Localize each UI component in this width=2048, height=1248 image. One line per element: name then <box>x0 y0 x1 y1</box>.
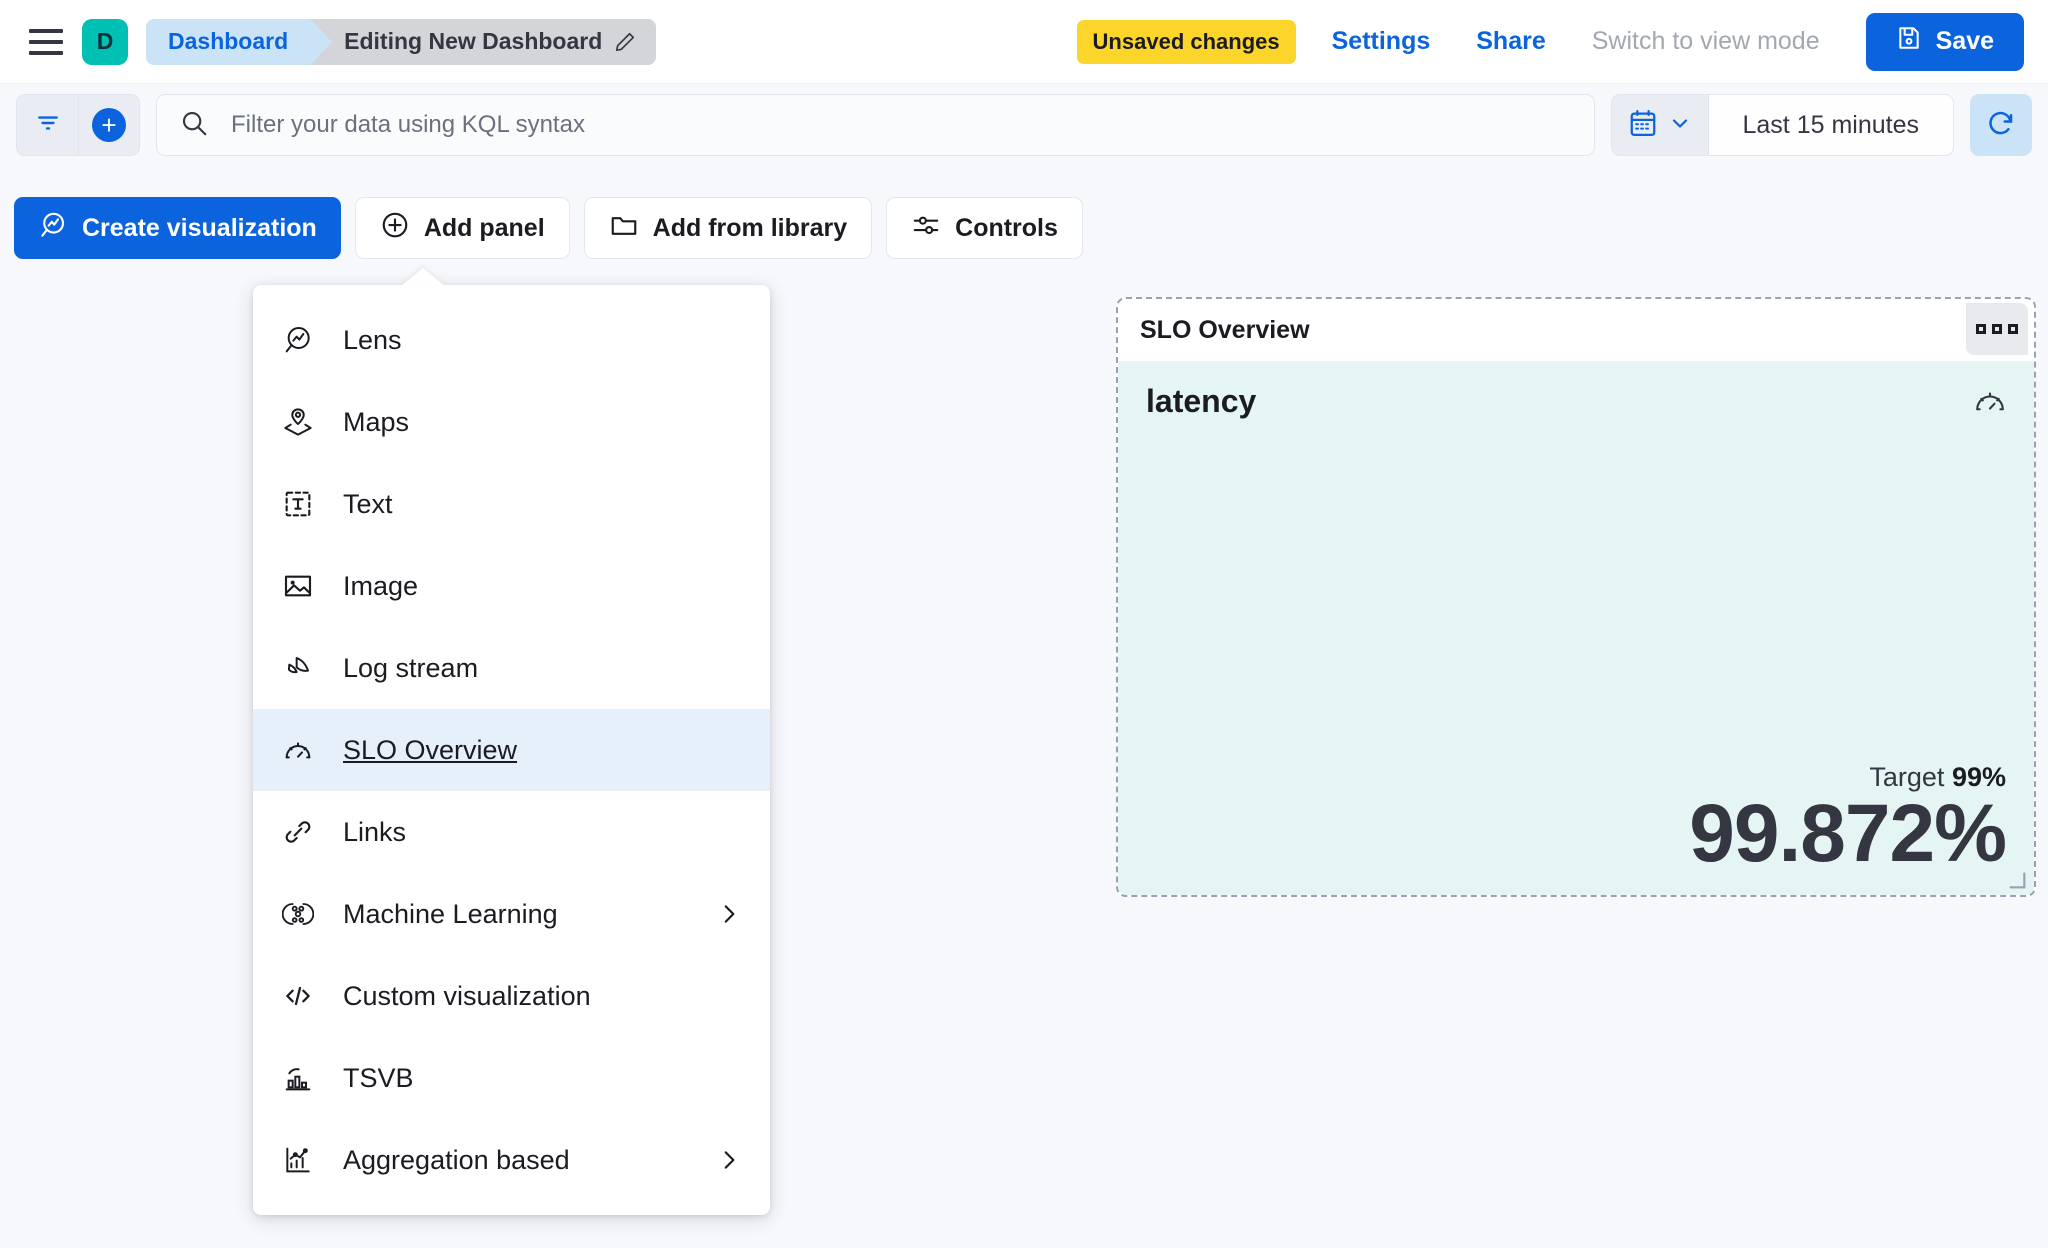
plus-circle-icon: + <box>92 108 126 142</box>
filter-options-button[interactable] <box>16 94 78 156</box>
sliders-icon <box>911 210 941 247</box>
menu-item-label: SLO Overview <box>343 734 518 765</box>
breadcrumb-dashboard[interactable]: Dashboard <box>146 18 333 65</box>
menu-item-maps[interactable]: Maps <box>253 381 770 463</box>
text-box-icon <box>281 487 315 521</box>
aggregation-chart-icon <box>281 1143 315 1177</box>
map-marker-layers-icon <box>281 405 315 439</box>
filter-button-group: + <box>16 94 140 156</box>
menu-item-custom-visualization[interactable]: Custom visualization <box>253 955 770 1037</box>
folder-icon <box>609 210 639 247</box>
save-disk-icon <box>1896 25 1922 58</box>
menu-item-links[interactable]: Links <box>253 791 770 873</box>
add-from-library-label: Add from library <box>652 213 848 242</box>
chevron-right-icon <box>716 1147 742 1173</box>
slo-target-label: Target <box>1869 762 1945 792</box>
controls-label: Controls <box>955 213 1058 242</box>
refresh-icon <box>1986 109 2016 142</box>
query-bar: + Filter your data using KQL syntax <box>0 85 2048 165</box>
chevron-down-icon <box>1668 111 1692 140</box>
lens-icon <box>281 323 315 357</box>
resize-handle-icon[interactable] <box>2006 869 2028 891</box>
space-avatar[interactable]: D <box>82 18 128 65</box>
slo-target-value: 99% <box>1951 762 2006 792</box>
controls-button[interactable]: Controls <box>886 197 1083 259</box>
log-stream-icon <box>281 651 315 685</box>
switch-to-view-mode-link[interactable]: Switch to view mode <box>1591 27 1820 55</box>
hamburger-menu-icon[interactable] <box>24 20 68 64</box>
link-icon <box>281 815 315 849</box>
save-button[interactable]: Save <box>1865 12 2024 71</box>
slo-name: latency <box>1146 383 1257 419</box>
create-visualization-label: Create visualization <box>82 213 317 242</box>
menu-item-label: Text <box>343 488 393 519</box>
save-button-label: Save <box>1935 27 1994 55</box>
menu-item-lens[interactable]: Lens <box>253 299 770 381</box>
menu-item-label: Lens <box>343 324 402 355</box>
menu-item-label: Custom visualization <box>343 980 591 1011</box>
lens-icon <box>38 210 68 247</box>
gauge-icon <box>1972 383 2008 424</box>
dropdown-arrow <box>401 268 445 286</box>
menu-item-aggregation-based[interactable]: Aggregation based <box>253 1119 770 1201</box>
slo-metrics: Target 99% 99.872% <box>1146 762 2007 879</box>
calendar-icon <box>1628 108 1658 143</box>
slo-target: Target 99% <box>1146 762 2006 793</box>
add-panel-button[interactable]: Add panel <box>354 197 570 259</box>
date-quick-select-button[interactable] <box>1610 94 1708 156</box>
add-filter-button[interactable]: + <box>78 94 140 156</box>
settings-link[interactable]: Settings <box>1331 27 1431 55</box>
add-panel-menu-list: Lens Maps <box>253 285 770 1215</box>
kql-placeholder-text: Filter your data using KQL syntax <box>231 111 585 138</box>
plus-circle-icon <box>380 210 410 247</box>
time-range-value[interactable]: Last 15 minutes <box>1707 94 1954 156</box>
menu-item-image[interactable]: Image <box>253 545 770 627</box>
create-visualization-button[interactable]: Create visualization <box>14 197 341 259</box>
breadcrumb-current[interactable]: Editing New Dashboard <box>310 18 657 65</box>
slo-sli-value: 99.872% <box>1689 788 2007 879</box>
machine-learning-icon <box>281 897 315 931</box>
share-link[interactable]: Share <box>1476 27 1546 55</box>
dashboard-editing-toolbar: Create visualization Add panel Add from … <box>14 197 1083 259</box>
menu-item-log-stream[interactable]: Log stream <box>253 627 770 709</box>
gauge-icon <box>281 733 315 767</box>
panel-title: SLO Overview <box>1140 315 1310 344</box>
add-from-library-button[interactable]: Add from library <box>583 197 873 259</box>
filter-icon <box>35 110 61 141</box>
menu-item-label: Links <box>343 816 407 847</box>
unsaved-changes-badge[interactable]: Unsaved changes <box>1076 19 1296 64</box>
add-panel-dropdown: Lens Maps <box>253 268 770 1215</box>
code-icon <box>281 979 315 1013</box>
menu-item-label: Image <box>343 570 419 601</box>
menu-item-label: Aggregation based <box>343 1144 570 1175</box>
top-navigation-bar: D Dashboard Editing New Dashboard Unsave… <box>0 0 2048 84</box>
menu-item-text[interactable]: Text <box>253 463 770 545</box>
menu-item-label: Log stream <box>343 652 479 683</box>
menu-item-label: TSVB <box>343 1062 414 1093</box>
panel-header: SLO Overview <box>1118 299 2034 361</box>
slo-overview-panel[interactable]: SLO Overview latency Target 99% 99.872% <box>1116 297 2036 897</box>
menu-item-machine-learning[interactable]: Machine Learning <box>253 873 770 955</box>
pencil-icon[interactable] <box>614 31 636 53</box>
image-icon <box>281 569 315 603</box>
add-panel-label: Add panel <box>423 213 545 242</box>
time-picker: Last 15 minutes <box>1610 94 1954 156</box>
menu-item-label: Machine Learning <box>343 898 558 929</box>
menu-item-label: Maps <box>343 406 410 437</box>
breadcrumb: Dashboard Editing New Dashboard <box>146 18 657 65</box>
breadcrumb-current-label: Editing New Dashboard <box>344 28 603 54</box>
menu-item-slo-overview[interactable]: SLO Overview <box>253 709 770 791</box>
panel-context-menu-icon[interactable] <box>1966 303 2028 355</box>
refresh-button[interactable] <box>1970 94 2032 156</box>
chevron-right-icon <box>716 901 742 927</box>
tsvb-chart-icon <box>281 1061 315 1095</box>
kql-search-input[interactable]: Filter your data using KQL syntax <box>156 94 1595 156</box>
search-icon <box>179 108 209 143</box>
panel-body: latency Target 99% 99.872% <box>1118 361 2034 895</box>
menu-item-tsvb[interactable]: TSVB <box>253 1037 770 1119</box>
